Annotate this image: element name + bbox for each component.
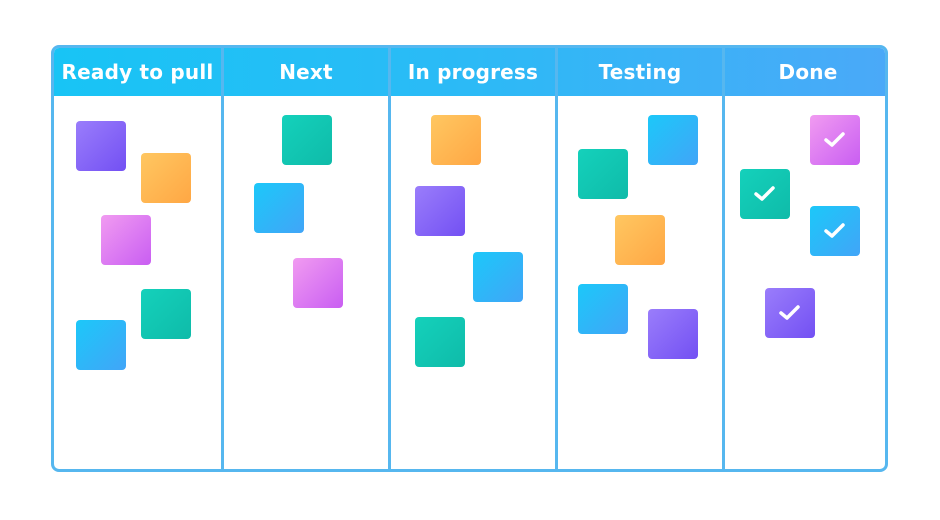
column-next: Next bbox=[221, 48, 388, 469]
task-card-done[interactable] bbox=[810, 115, 860, 165]
check-icon bbox=[824, 223, 845, 238]
task-card[interactable] bbox=[293, 258, 343, 308]
task-card[interactable] bbox=[648, 115, 698, 165]
column-ready-to-pull: Ready to pull bbox=[54, 48, 221, 469]
column-title: Next bbox=[279, 60, 333, 84]
task-card-done[interactable] bbox=[810, 206, 860, 256]
task-card[interactable] bbox=[431, 115, 481, 165]
column-title: Ready to pull bbox=[61, 60, 214, 84]
kanban-board: Ready to pull Next In progress Testing D… bbox=[51, 45, 888, 472]
check-icon bbox=[754, 186, 775, 201]
task-card[interactable] bbox=[415, 186, 465, 236]
column-done: Done bbox=[722, 48, 885, 469]
task-card-done[interactable] bbox=[765, 288, 815, 338]
task-card[interactable] bbox=[648, 309, 698, 359]
task-card[interactable] bbox=[578, 149, 628, 199]
task-card[interactable] bbox=[254, 183, 304, 233]
check-icon bbox=[779, 305, 800, 320]
column-title: Done bbox=[778, 60, 838, 84]
task-card[interactable] bbox=[141, 289, 191, 339]
check-icon bbox=[824, 132, 845, 147]
column-in-progress: In progress bbox=[388, 48, 555, 469]
task-card[interactable] bbox=[76, 121, 126, 171]
column-title: Testing bbox=[598, 60, 682, 84]
board-header bbox=[54, 48, 885, 96]
task-card[interactable] bbox=[141, 153, 191, 203]
task-card[interactable] bbox=[415, 317, 465, 367]
column-testing: Testing bbox=[555, 48, 722, 469]
task-card[interactable] bbox=[101, 215, 151, 265]
column-title: In progress bbox=[407, 60, 539, 84]
task-card[interactable] bbox=[473, 252, 523, 302]
task-card-done[interactable] bbox=[740, 169, 790, 219]
task-card[interactable] bbox=[76, 320, 126, 370]
task-card[interactable] bbox=[282, 115, 332, 165]
task-card[interactable] bbox=[615, 215, 665, 265]
task-card[interactable] bbox=[578, 284, 628, 334]
